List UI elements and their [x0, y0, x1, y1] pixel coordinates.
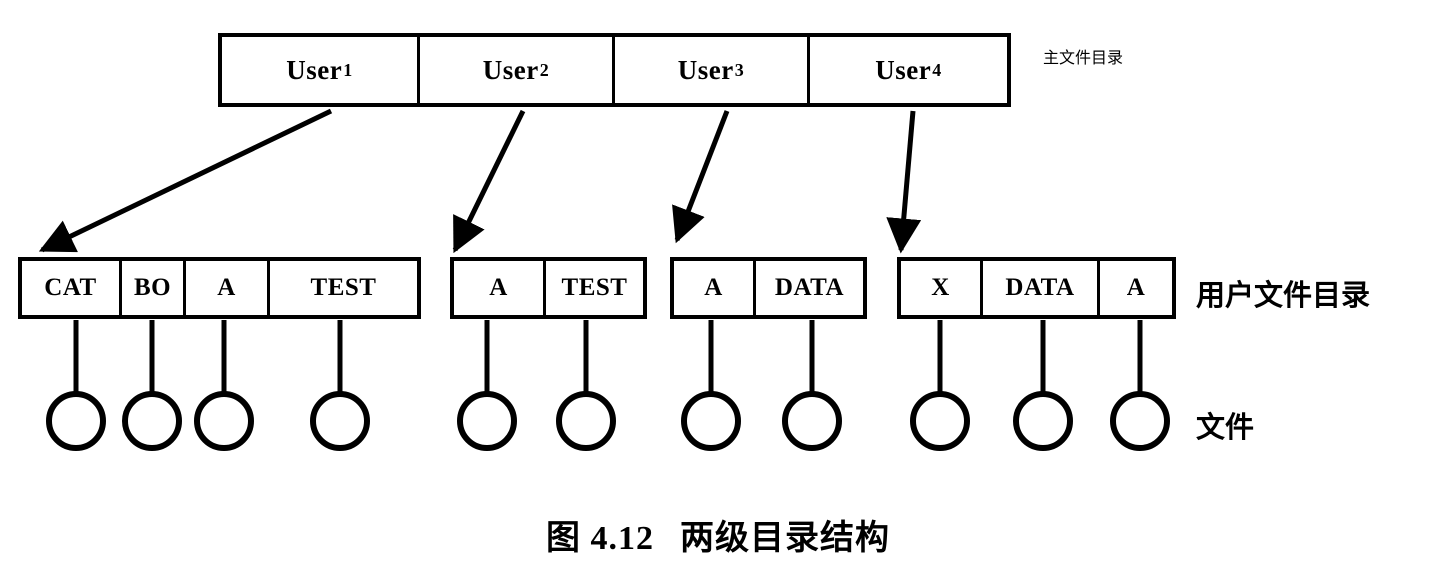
file-circle-2: [122, 391, 182, 451]
arrow-user3-to-ufd3: [672, 110, 730, 244]
ufd1-entry-test: TEST: [310, 274, 377, 301]
file-stems: [73, 320, 1143, 393]
master-directory-cell-user4-subscript: 4: [932, 59, 942, 80]
arrow-user2-to-ufd2: [452, 109, 526, 254]
user-file-directory-row-2: A TEST: [450, 257, 647, 319]
ufd2-entry-a: A: [454, 261, 546, 315]
master-directory-cell-user4-label: User: [875, 54, 932, 85]
master-directory-cell-user3-label: User: [677, 54, 734, 85]
file-circle-5: [457, 391, 517, 451]
files-label: 文件: [1196, 412, 1255, 444]
file-circle-8: [782, 391, 842, 451]
file-circle-4: [310, 391, 370, 451]
user-file-directory-row-1: CAT BO A TEST: [18, 257, 421, 319]
master-directory-cell-user2-subscript: 2: [539, 59, 550, 80]
arrow-user1-to-ufd1: [38, 108, 333, 253]
ufd4-entry-x: X: [901, 261, 983, 315]
file-circle-6: [556, 391, 616, 451]
file-circle-3: [194, 391, 254, 451]
master-directory-cell-user1-label: User: [286, 54, 343, 85]
user-file-directory-row-4: X DATA A: [897, 257, 1176, 319]
file-circle-1: [46, 391, 106, 451]
file-nodes: [46, 391, 1170, 451]
master-directory-label: 主文件目录: [1043, 50, 1124, 67]
figure-caption: 图 4.12 两级目录结构: [0, 510, 1436, 559]
file-circle-11: [1110, 391, 1170, 451]
user-file-directory-label: 用户文件目录: [1196, 280, 1371, 312]
user-file-directory-row-3: A DATA: [670, 257, 867, 319]
ufd1-entry-cat: CAT: [22, 261, 122, 315]
ufd2-entry-test: TEST: [561, 274, 628, 301]
ufd3-entry-data: DATA: [774, 274, 845, 301]
figure-caption-number: 图 4.12: [546, 520, 654, 557]
master-directory-cell-user3-subscript: 3: [734, 59, 745, 80]
master-directory-cell-user1-subscript: 1: [343, 59, 353, 80]
file-circle-9: [910, 391, 970, 451]
file-circle-10: [1013, 391, 1073, 451]
arrow-user4-to-ufd4: [886, 110, 922, 254]
ufd3-entry-a: A: [674, 261, 756, 315]
ufd1-entry-bo: BO: [122, 261, 186, 315]
ufd4-entry-data: DATA: [983, 261, 1100, 315]
master-directory-cell-user2-label: User: [482, 54, 539, 85]
figure-caption-title: 两级目录结构: [680, 520, 890, 557]
file-circle-7: [681, 391, 741, 451]
ufd4-entry-a: A: [1126, 274, 1146, 301]
ufd1-entry-a: A: [186, 261, 270, 315]
